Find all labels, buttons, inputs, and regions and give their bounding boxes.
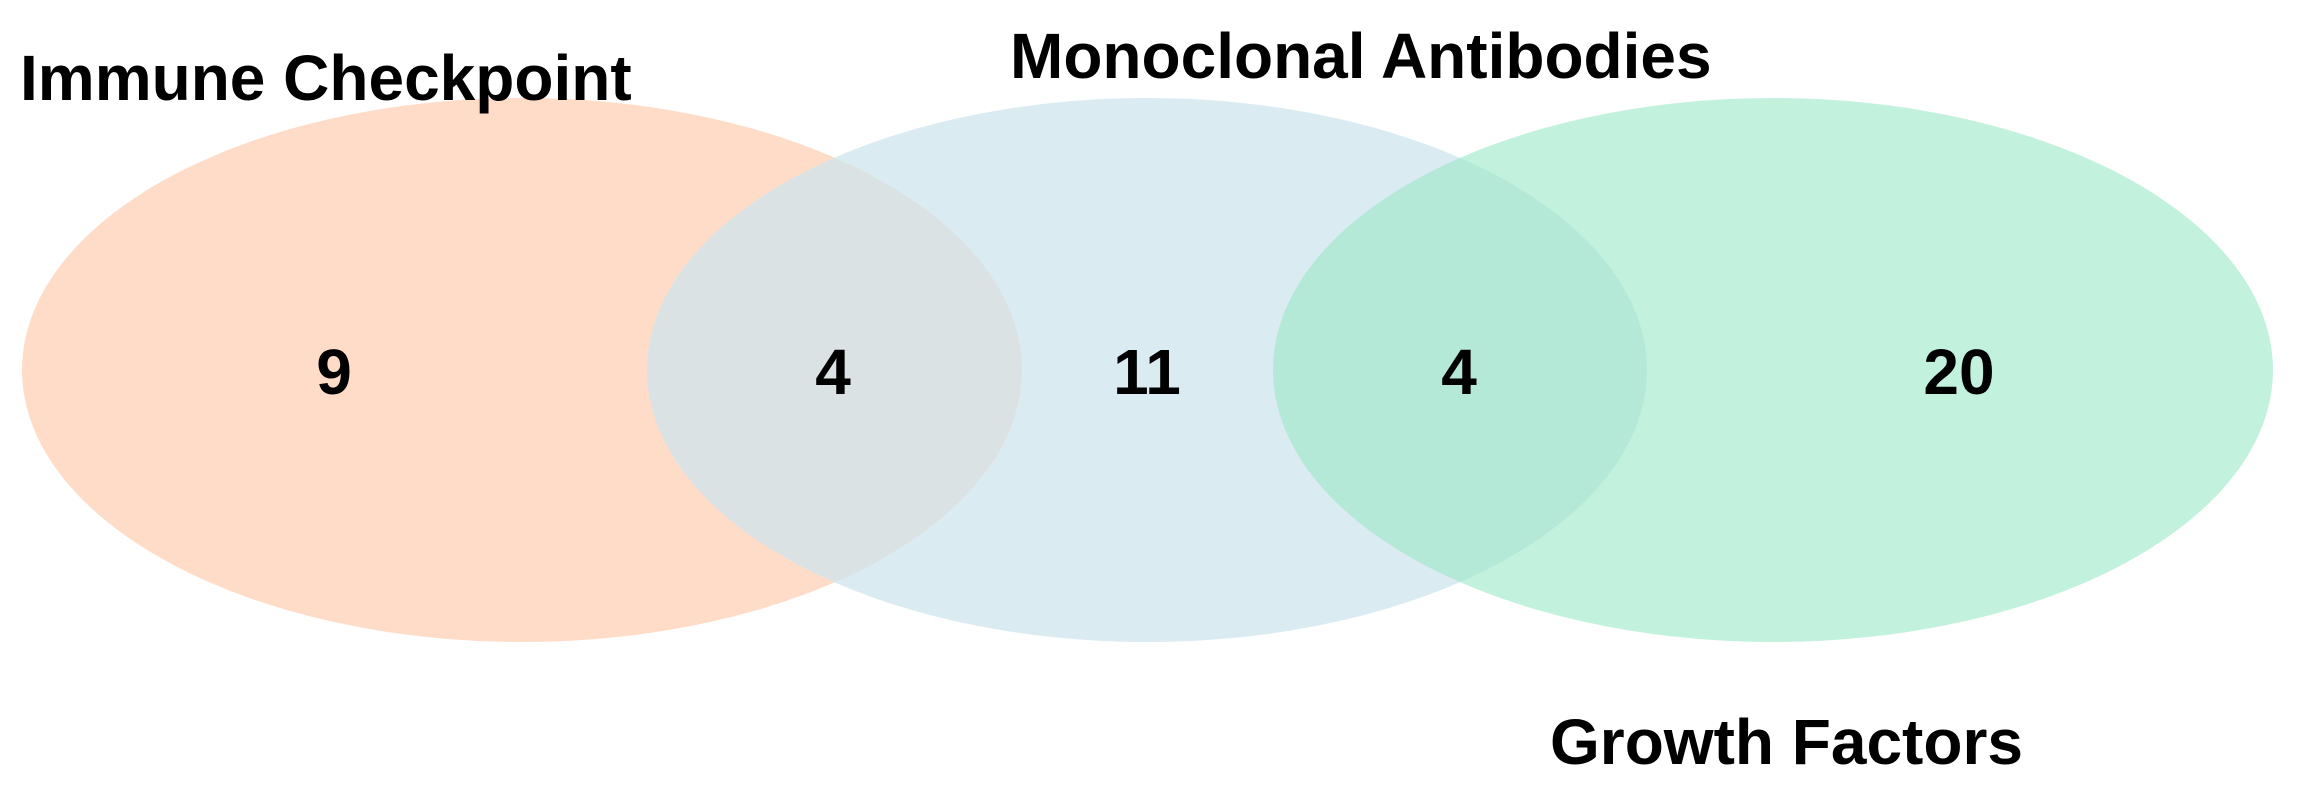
monoclonal-antibodies-label: Monoclonal Antibodies — [1010, 20, 1712, 92]
growth-factors-only-count: 20 — [1923, 336, 1994, 408]
immune-checkpoint-label: Immune Checkpoint — [20, 42, 632, 114]
growth-factors-ellipse — [1273, 98, 2273, 642]
monoclonal-growth-overlap-count: 4 — [1441, 336, 1477, 408]
growth-factors-label: Growth Factors — [1550, 706, 2023, 778]
immune-checkpoint-only-count: 9 — [316, 336, 352, 408]
immune-monoclonal-overlap-count: 4 — [815, 336, 851, 408]
monoclonal-only-count: 11 — [1113, 336, 1181, 408]
